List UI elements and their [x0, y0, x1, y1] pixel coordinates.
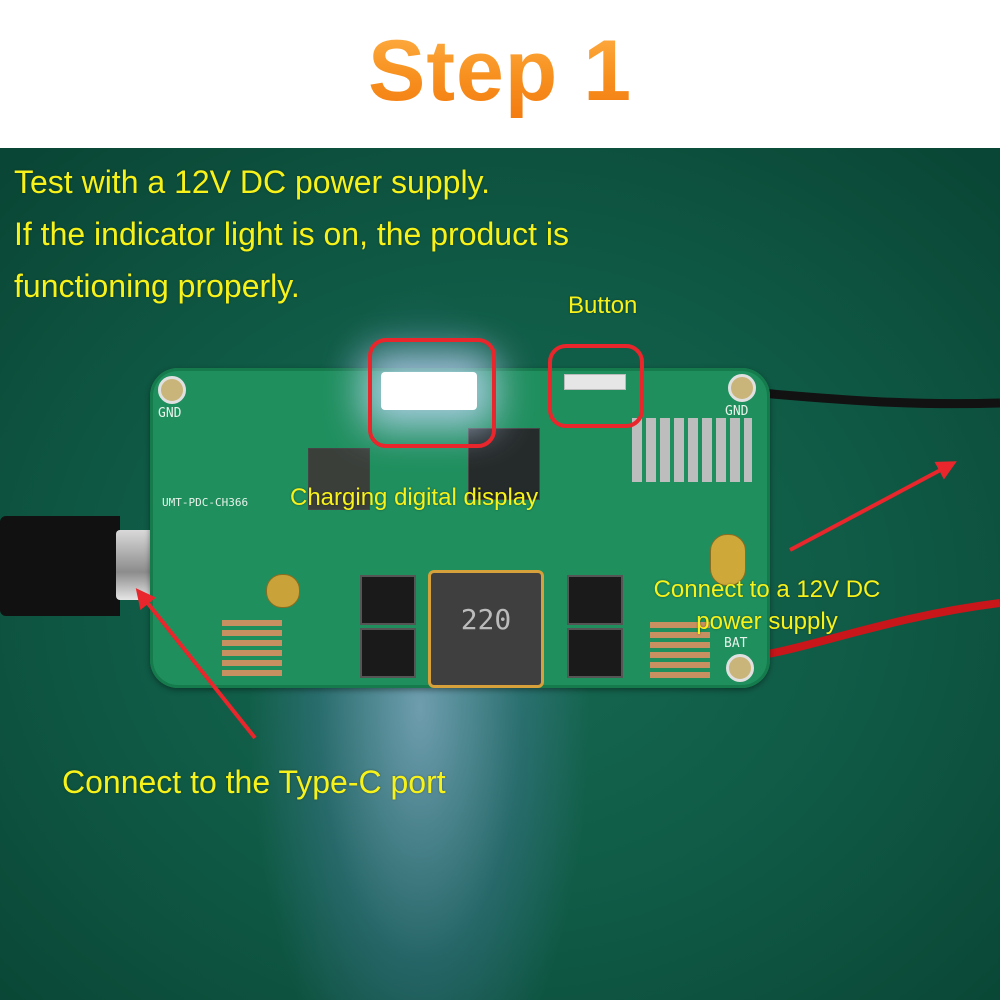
dc-supply-line-1: Connect to a 12V DC: [653, 576, 881, 603]
capacitor-right: [710, 534, 746, 586]
pad-right: [650, 618, 710, 678]
display-highlight-box: [368, 338, 496, 448]
button-label: Button: [568, 292, 638, 319]
header: Step 1: [0, 0, 1000, 148]
capacitor-left: [266, 574, 300, 608]
caption-line-3: functioning properly.: [14, 268, 300, 304]
mosfet-q4: [567, 628, 623, 678]
model-label: UMT-PDC-CH366: [162, 496, 249, 509]
page-title: Step 1: [0, 22, 1000, 121]
dc-supply-line-2: power supply: [696, 608, 838, 635]
usb-cable: [0, 516, 120, 616]
mosfet-q3: [567, 575, 623, 625]
gnd-left-label: GND: [158, 406, 182, 421]
caption-line-2: If the indicator light is on, the produc…: [14, 216, 569, 252]
inductor: 220: [428, 570, 544, 688]
gnd-left-hole: [158, 376, 186, 404]
arrow-to-dc-wire: [789, 461, 957, 552]
black-wire: [759, 388, 1000, 409]
product-photo: GND UMT-PDC-CH366 GND BAT 220: [0, 148, 1000, 1000]
typec-label: Connect to the Type-C port: [62, 764, 446, 800]
main-ic: [308, 448, 370, 510]
arrow-to-type-c: [135, 588, 257, 740]
instruction-caption: Test with a 12V DC power supply. If the …: [14, 156, 569, 312]
mosfet-q2: [360, 628, 416, 678]
gnd-right-hole: [728, 374, 756, 402]
display-label: Charging digital display: [290, 484, 539, 511]
inductor-label: 220: [460, 603, 512, 636]
bat-hole: [726, 654, 754, 682]
gnd-right-label: GND: [725, 404, 749, 419]
tact-button[interactable]: [564, 374, 626, 390]
dc-supply-label: Connect to a 12V DC power supply: [636, 574, 898, 638]
pad-left: [222, 616, 282, 676]
controller-ic: [468, 428, 540, 500]
mosfet-q1: [360, 575, 416, 625]
resistor-array: [632, 418, 752, 482]
led-display: [381, 372, 477, 410]
arrows-layer: [135, 461, 957, 740]
button-highlight-box: [548, 344, 644, 428]
bat-label: BAT: [724, 636, 748, 651]
pcb-board: GND UMT-PDC-CH366 GND BAT 220: [150, 368, 770, 688]
caption-line-1: Test with a 12V DC power supply.: [14, 164, 491, 200]
